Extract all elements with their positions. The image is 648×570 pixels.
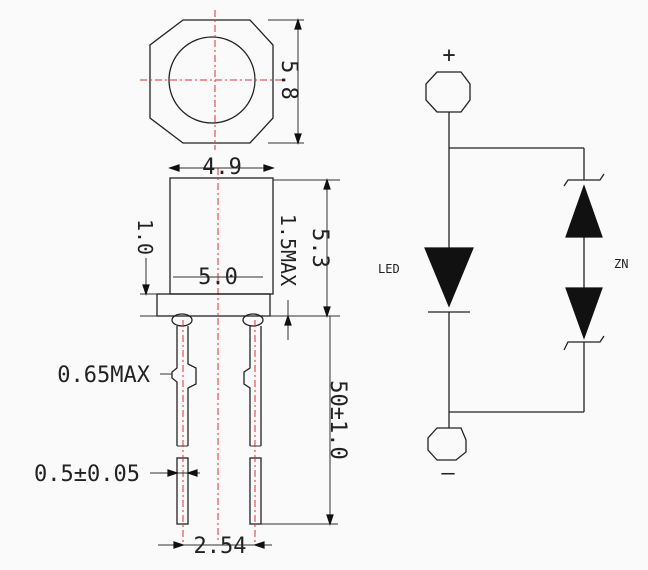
led-flange [156,293,271,317]
dim-top-height-label: 5.8 [276,60,301,100]
minus-terminal-pad [427,427,467,461]
zener-diode-upper [565,184,603,238]
pitch-arrow-left [173,541,185,549]
minus-terminal-label: — [441,461,455,486]
led-diode-symbol [424,247,474,308]
body-height-arrow-up [323,178,331,190]
width-dim-arrow-left [168,164,180,172]
plus-terminal-label: + [442,43,455,68]
lead-dia-arrow-right [186,469,198,477]
dim-body-height-label: 5.3 [307,228,332,268]
body-height-arrow-down [323,306,331,318]
pitch-arrow-right [253,541,265,549]
plus-terminal-pad [425,71,471,113]
dim-flange-width-label: 5.0 [198,265,238,290]
schematic: + — LED ZN [378,43,628,486]
dim-lead-length-label: 50±1.0 [325,380,350,459]
width-dim-arrow-right [263,164,275,172]
zener-diode-lower [565,287,603,340]
lead-entry-right [242,313,264,327]
dim-lead-diameter-label: 0.5±0.05 [34,462,140,487]
lead-right [243,326,262,446]
dim-lead-pitch-label: 2.54 [194,534,247,559]
dim-lead-section-label: 0.65MAX [57,363,150,388]
top-height-dim-arrow-down [294,133,302,145]
lead-left [171,326,197,446]
dim-top-width-label: 4.9 [202,155,242,180]
top-height-dim-arrow-up [294,18,302,30]
side-view: 4.9 5.0 1.0 1.5MAX 5.3 0.65MAX [34,155,350,559]
flange-thk-arrow [142,284,150,296]
led-label: LED [378,262,400,276]
top-view: 5.8 [140,10,304,150]
dim-body-max-label: 1.5MAX [276,214,300,286]
zener-lower-bar [563,335,605,351]
dim-flange-thickness-label: 1.0 [133,219,157,255]
lead-dia-arrow-left [167,469,179,477]
lead-length-arrow-down [326,514,334,526]
body-max-arrow [284,314,292,326]
lead-entry-left [171,313,193,327]
top-view-outline [149,19,274,144]
zener-label: ZN [614,257,628,271]
zener-upper-bar [563,173,605,187]
